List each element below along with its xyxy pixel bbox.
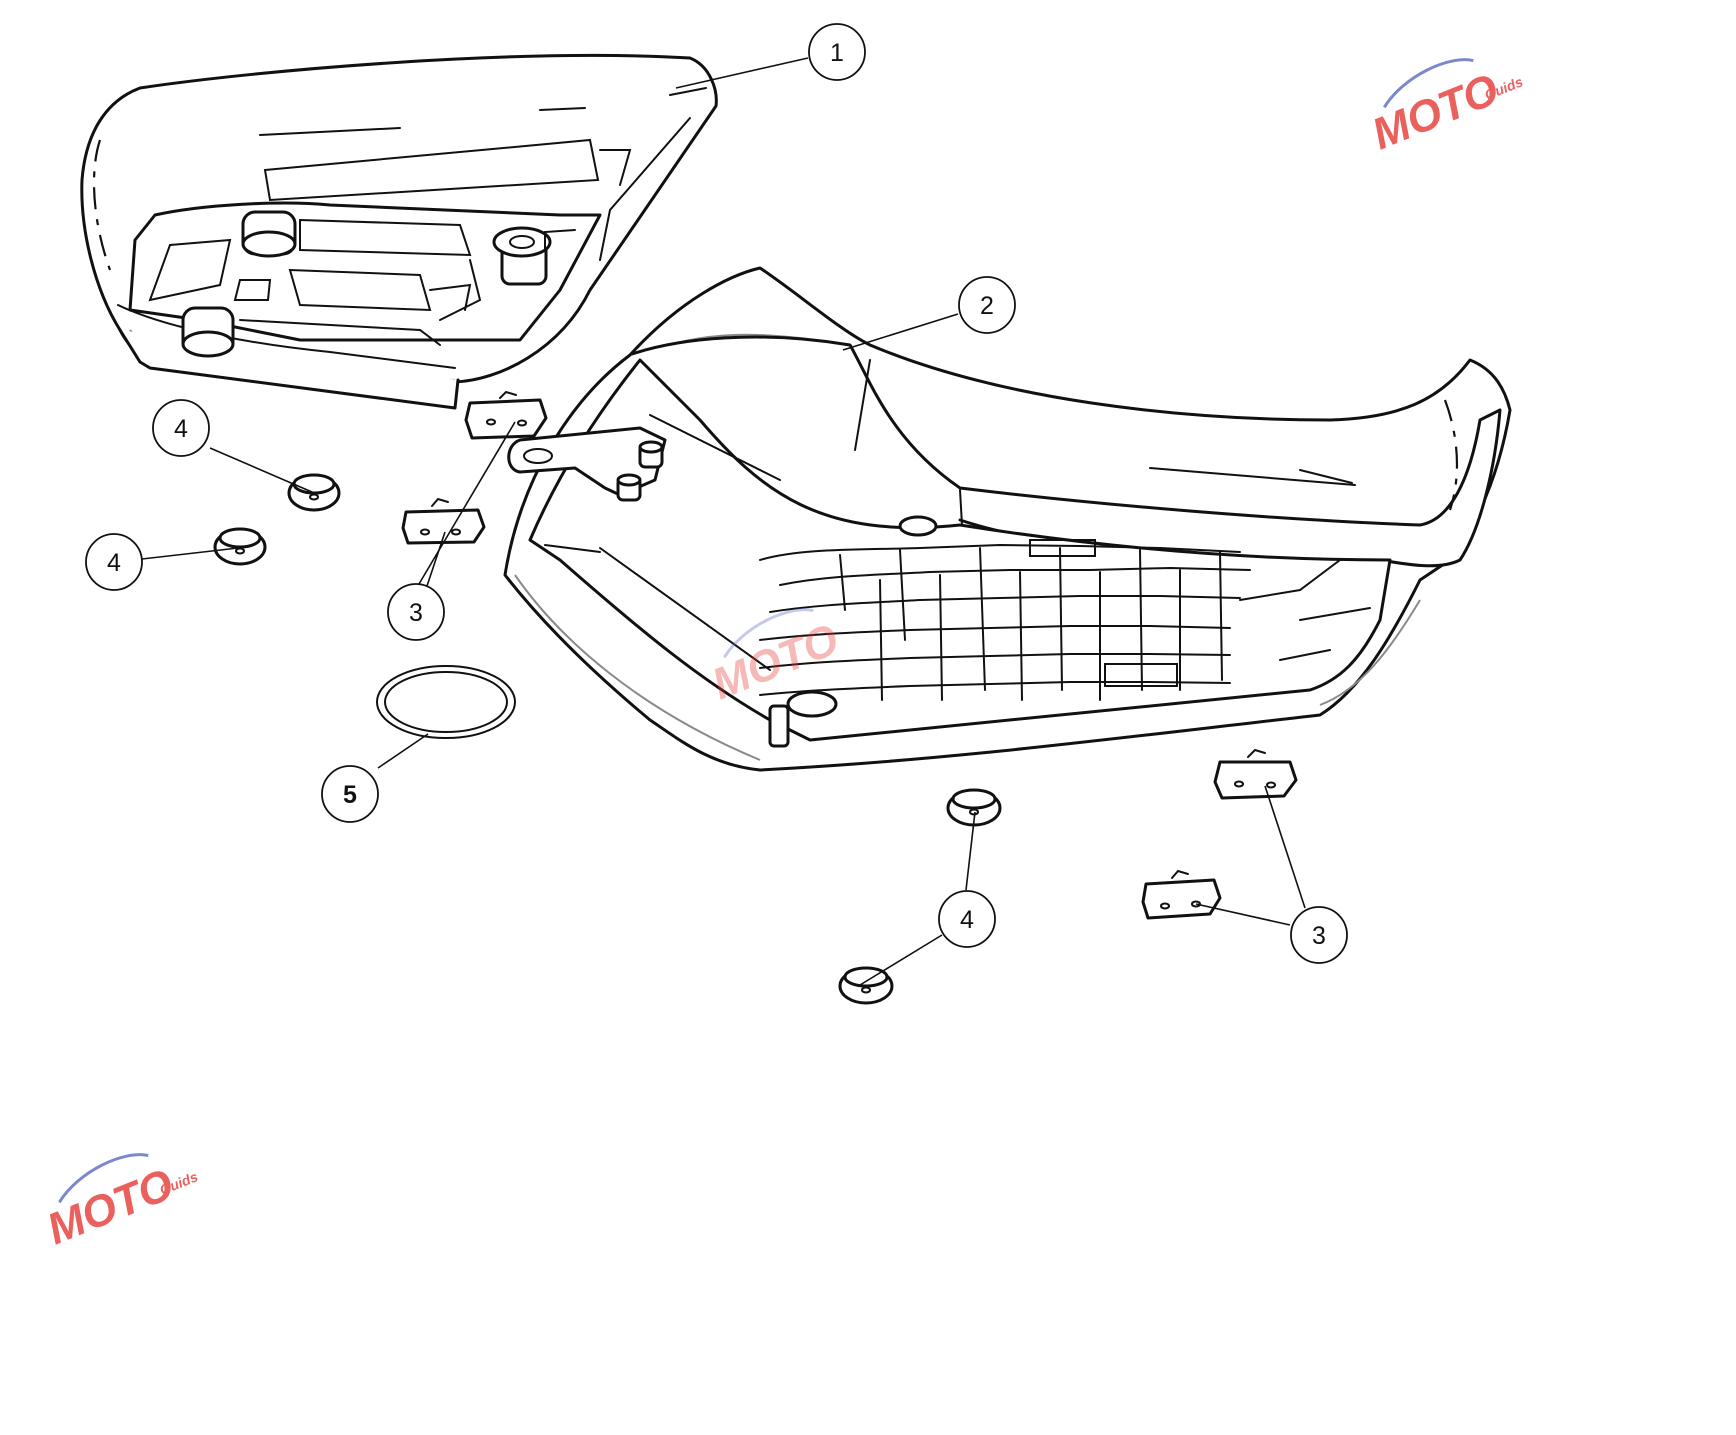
callout-label: 1 — [830, 39, 844, 67]
watermark-brand: MOTO — [40, 1160, 180, 1255]
callout-label: 2 — [980, 292, 994, 320]
callout-label: 4 — [107, 549, 121, 577]
part-front-seat — [503, 266, 1512, 772]
watermark-logo-top-right: MOTO Guids — [1365, 58, 1525, 160]
parts-diagram: 1 2 3 3 4 4 4 5 MOTO Guids MOTO MOTO G — [40, 23, 1525, 1255]
callout-label: 3 — [409, 599, 423, 627]
callout-2: 2 — [958, 276, 1016, 334]
callout-3-left: 3 — [387, 583, 445, 641]
part-buffer — [838, 966, 894, 1005]
callout-1: 1 — [808, 23, 866, 81]
callout-label: 4 — [960, 906, 974, 934]
leader-lines — [141, 57, 1306, 986]
watermark-brand: MOTO — [1365, 65, 1505, 160]
callout-4-lower: 4 — [938, 890, 996, 948]
callout-4-upper: 4 — [152, 399, 210, 457]
part-clip — [464, 390, 548, 440]
callout-4-left: 4 — [85, 533, 143, 591]
part-clip — [401, 497, 486, 545]
seat-pan-ribs — [759, 539, 1251, 701]
callout-label: 5 — [343, 781, 357, 809]
part-o-ring — [376, 665, 516, 739]
callout-3-right: 3 — [1290, 906, 1348, 964]
part-buffer — [213, 527, 267, 566]
part-rear-seat — [80, 54, 718, 410]
callout-label: 3 — [1312, 922, 1326, 950]
part-buffer — [287, 473, 341, 512]
callout-5: 5 — [321, 765, 379, 823]
watermark-logo-bottom-left: MOTO Guids — [40, 1153, 200, 1255]
part-clip — [1141, 869, 1222, 920]
callout-label: 4 — [174, 415, 188, 443]
part-clip — [1213, 748, 1298, 800]
